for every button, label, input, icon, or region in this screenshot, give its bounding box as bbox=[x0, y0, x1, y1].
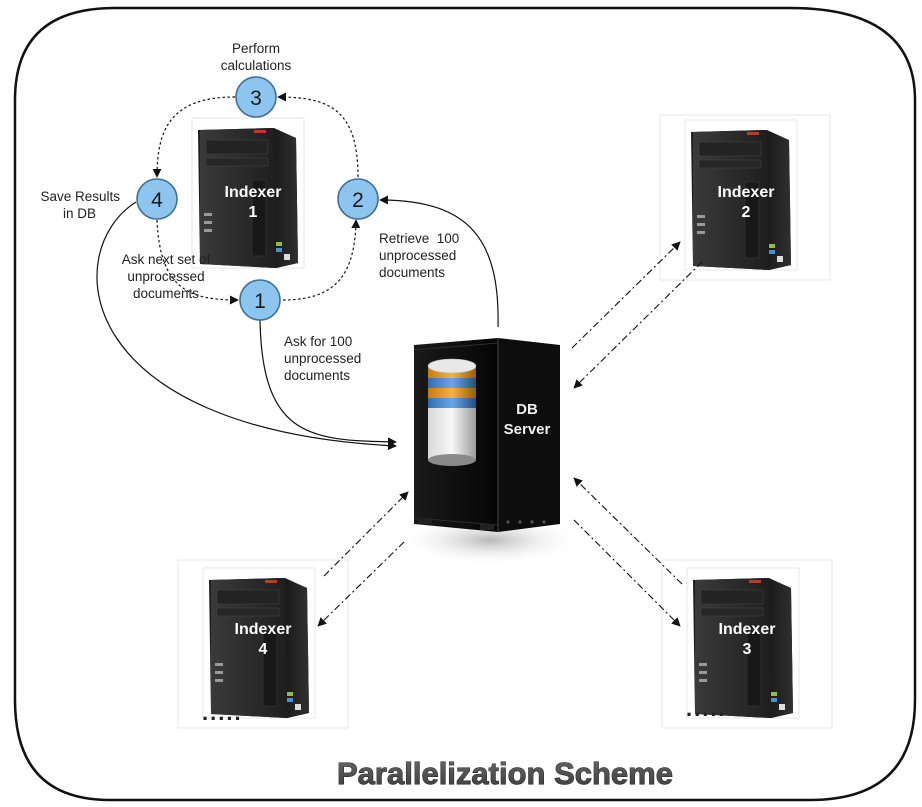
step-2: 2 bbox=[337, 178, 379, 220]
step-4: 4 bbox=[136, 178, 178, 220]
link-indexer3-to-server bbox=[573, 477, 683, 585]
indexer-2: Indexer 2 bbox=[659, 114, 831, 281]
step-4-label-line1: Save Results bbox=[40, 189, 120, 204]
indexer-4: Indexer 4 ..... bbox=[177, 559, 349, 729]
step-1: 1 bbox=[239, 279, 281, 321]
link-server-to-indexer3 bbox=[573, 519, 681, 627]
step-2-label-line3: documents bbox=[379, 265, 445, 280]
step-3-label-line2: calculations bbox=[221, 58, 292, 73]
server-label-line2: Server bbox=[504, 421, 551, 438]
step-3-label-line1: Perform bbox=[232, 41, 280, 56]
loop-1-to-2 bbox=[282, 219, 361, 301]
indexer-4-label-line1: Indexer bbox=[235, 621, 292, 638]
step-2-label-line2: unprocessed bbox=[379, 248, 456, 263]
indexer-4-label-line2: 4 bbox=[259, 641, 268, 658]
outer-frame bbox=[13, 6, 917, 802]
indexer-3-more: ..... bbox=[686, 696, 727, 721]
indexer-4-more: ..... bbox=[202, 700, 243, 725]
loop-2-to-3 bbox=[277, 92, 359, 178]
loop-label-line1: Ask next set of bbox=[122, 252, 211, 267]
db-server: DB Server bbox=[398, 338, 582, 566]
step-3: 3 bbox=[235, 76, 277, 118]
indexer-1-label-line1: Indexer bbox=[225, 184, 282, 201]
diagram-title: Parallelization Scheme bbox=[337, 756, 673, 791]
database-icon bbox=[427, 358, 477, 466]
step-1-number: 1 bbox=[254, 290, 266, 313]
link-server-to-indexer4 bbox=[317, 541, 405, 627]
step-3-label: Perform calculations bbox=[221, 41, 292, 73]
indexer-1: Indexer 1 bbox=[191, 117, 305, 269]
indexer-3-label-line2: 3 bbox=[743, 641, 752, 658]
step-1-label-line3: documents bbox=[284, 368, 350, 383]
step-4-number: 4 bbox=[151, 189, 163, 212]
server-label-line1: DB bbox=[516, 401, 538, 418]
loop-label: Ask next set of unprocessed documents bbox=[122, 252, 211, 301]
step-4-label: Save Results in DB bbox=[40, 189, 120, 221]
indexer-3-label-line1: Indexer bbox=[719, 621, 776, 638]
indexer-2-label-line1: Indexer bbox=[718, 184, 775, 201]
arrow-indexer1-to-server bbox=[259, 304, 397, 447]
loop-4-to-1 bbox=[156, 219, 239, 305]
step-1-label-line2: unprocessed bbox=[284, 351, 361, 366]
loop-label-line3: documents bbox=[133, 286, 199, 301]
link-indexer2-to-server bbox=[573, 261, 703, 389]
indexer-1-label-line2: 1 bbox=[249, 204, 258, 221]
link-indexer4-to-server bbox=[323, 491, 409, 577]
arrow-save-results-to-server bbox=[96, 201, 397, 451]
arrow-server-to-step2 bbox=[379, 195, 499, 328]
step-3-number: 3 bbox=[250, 87, 262, 110]
indexer-3: Indexer 3 ..... bbox=[661, 559, 833, 729]
loop-3-to-4 bbox=[152, 96, 236, 178]
step-2-number: 2 bbox=[352, 189, 364, 212]
link-server-to-indexer2 bbox=[571, 241, 681, 349]
step-2-label-line1: Retrieve 100 bbox=[379, 231, 459, 246]
step-1-label-line1: Ask for 100 bbox=[284, 334, 352, 349]
step-1-label: Ask for 100 unprocessed documents bbox=[284, 334, 361, 383]
step-2-label: Retrieve 100 unprocessed documents bbox=[379, 231, 459, 280]
step-4-label-line2: in DB bbox=[63, 206, 96, 221]
loop-label-line2: unprocessed bbox=[127, 269, 204, 284]
indexer-2-label-line2: 2 bbox=[742, 204, 751, 221]
